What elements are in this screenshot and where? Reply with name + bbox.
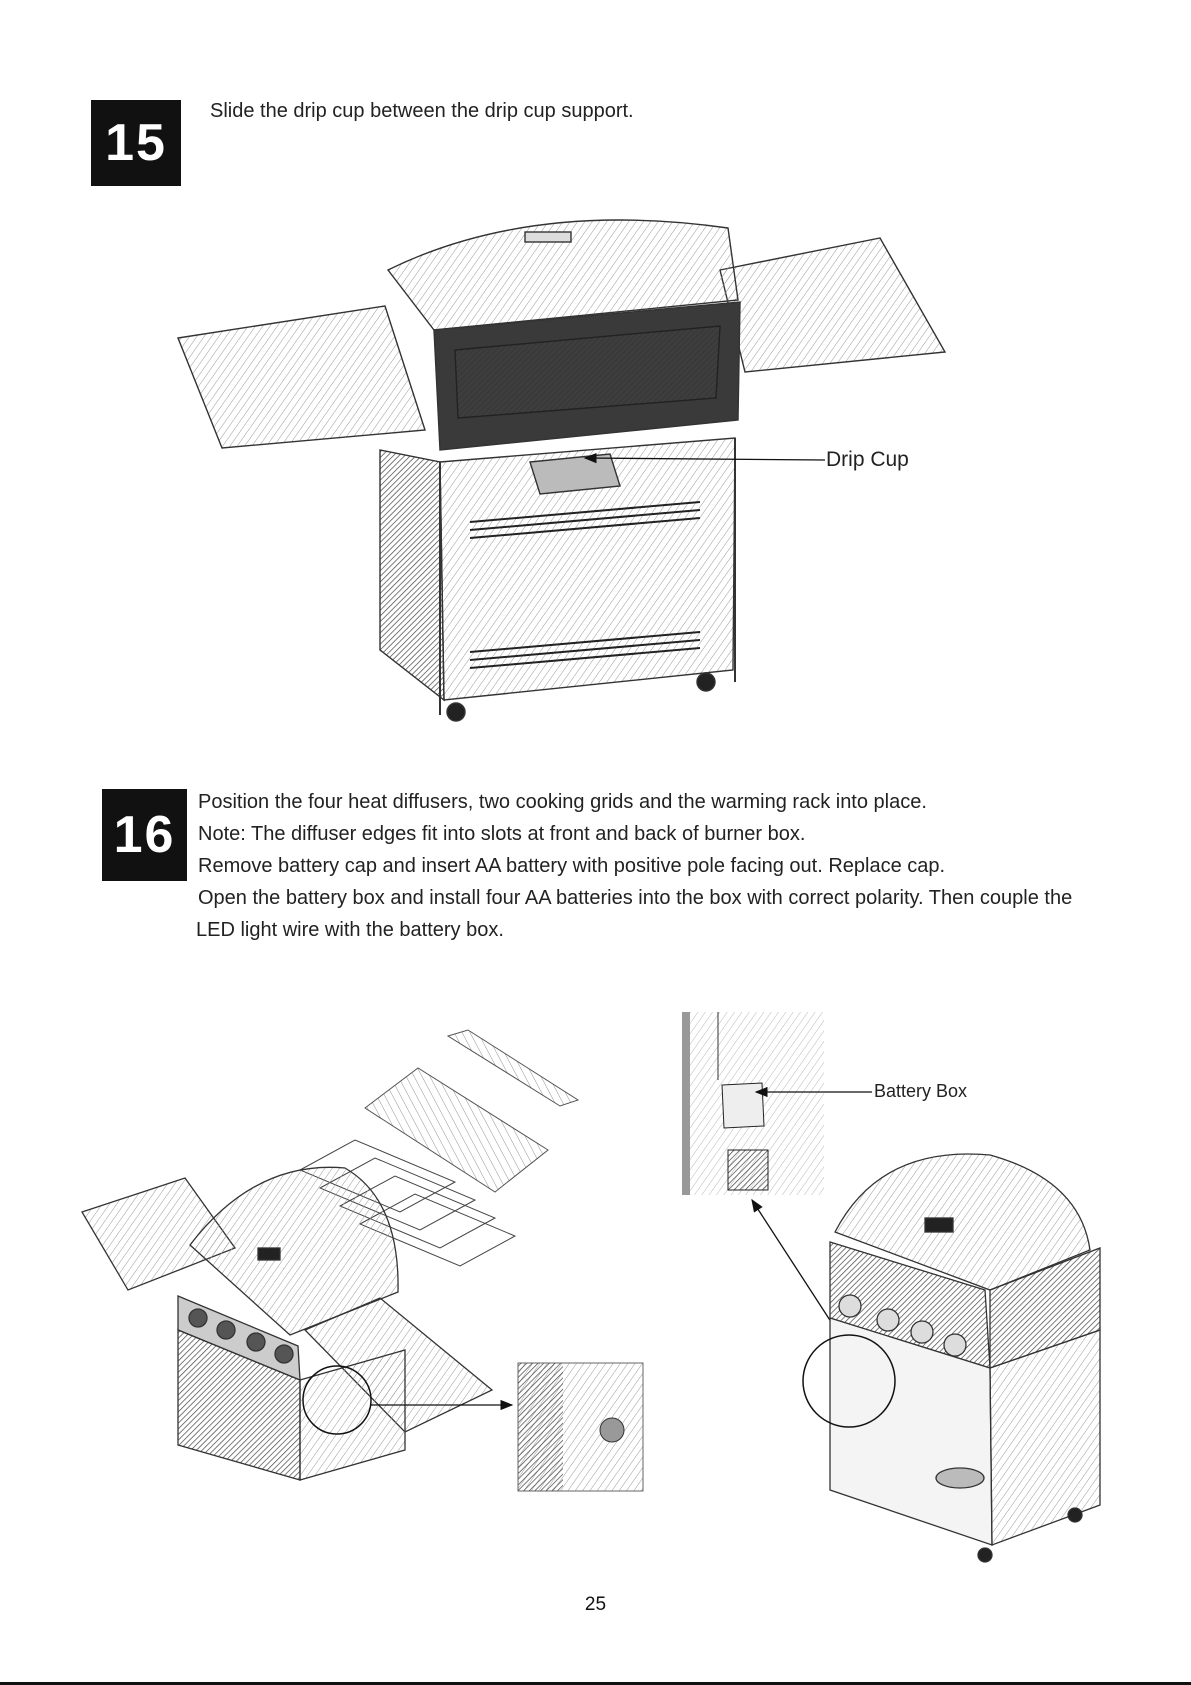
step-16-line-2: Note: The diffuser edges fit into slots … xyxy=(198,823,806,845)
step-15-badge: 15 xyxy=(91,100,181,186)
grill-right-illustration xyxy=(802,1153,1101,1563)
step-15-number: 15 xyxy=(105,114,167,172)
battery-box xyxy=(721,1082,765,1129)
step-16-line-1: Position the four heat diffusers, two co… xyxy=(198,791,927,813)
grill-left-illustration xyxy=(81,1166,494,1481)
drip-cup xyxy=(529,453,621,495)
grill-lid xyxy=(386,219,739,331)
right-side-shelf xyxy=(719,237,947,373)
drip-cup-leader-line xyxy=(583,452,826,464)
step-16-line-4: Open the battery box and install four AA… xyxy=(198,887,1073,909)
grill-lid xyxy=(189,1166,399,1336)
step-16-instructions: Position the four heat diffusers, two co… xyxy=(196,786,1073,946)
battery-box-label: Battery Box xyxy=(874,1081,968,1101)
step-16-badge: 16 xyxy=(102,789,187,881)
step-16-number: 16 xyxy=(113,806,176,864)
step-15-instructions: Slide the drip cup between the drip cup … xyxy=(210,95,634,127)
igniter-detail-inset xyxy=(517,1362,644,1492)
battery-box-inset xyxy=(682,1012,824,1195)
detail-circle xyxy=(802,1334,896,1428)
detail-circle xyxy=(302,1365,372,1435)
page-number: 25 xyxy=(584,1594,607,1615)
grill-lid xyxy=(834,1153,1091,1291)
warming-rack xyxy=(446,1029,580,1107)
drip-cup-label: Drip Cup xyxy=(826,448,909,471)
step-16-line-3: Remove battery cap and insert AA battery… xyxy=(198,855,946,877)
cooking-grid xyxy=(364,1067,549,1193)
grill-drip-cup-illustration xyxy=(177,219,947,722)
step-16-line-5: LED light wire with the battery box. xyxy=(196,919,504,941)
page-bottom-rule xyxy=(0,1682,1191,1685)
left-side-shelf xyxy=(177,305,426,449)
step-15-text: Slide the drip cup between the drip cup … xyxy=(210,100,634,122)
